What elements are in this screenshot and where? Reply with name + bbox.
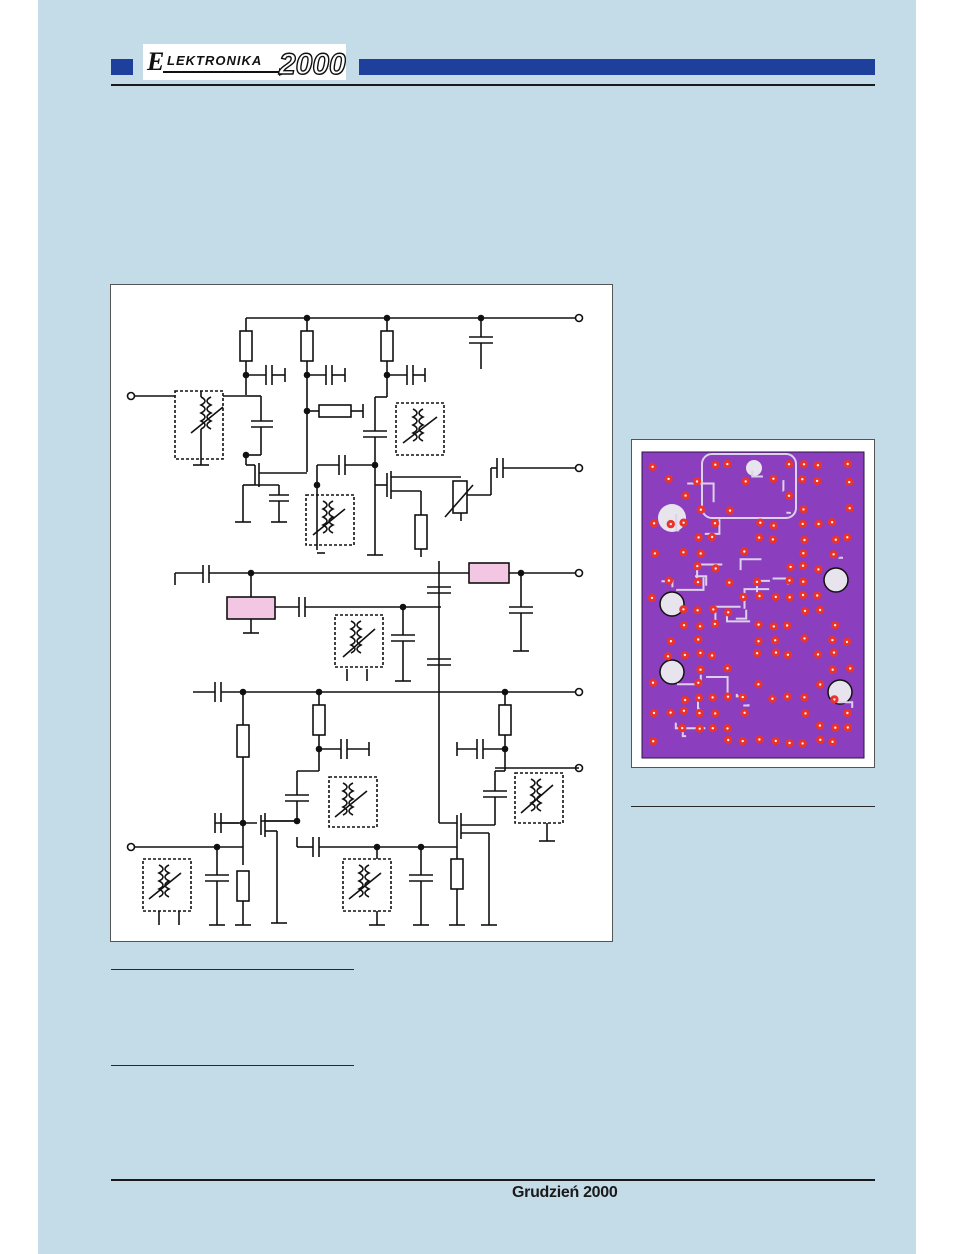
- header-square: [111, 59, 133, 75]
- caption-rule-left-1: [111, 969, 354, 970]
- pcb-layout-icon: [641, 451, 865, 759]
- schematic-figure: [110, 284, 613, 942]
- header-rule: [111, 84, 875, 86]
- svg-text:2000: 2000: [278, 48, 346, 80]
- svg-text:E: E: [146, 47, 164, 76]
- pcb-figure: [631, 439, 875, 768]
- svg-text:LEKTRONIKA: LEKTRONIKA: [167, 53, 262, 68]
- footer-rule: [111, 1179, 875, 1181]
- issue-date: Grudzień 2000: [512, 1184, 618, 1201]
- caption-rule-right: [631, 806, 875, 807]
- caption-rule-left-2: [111, 1065, 354, 1066]
- magazine-logo: E LEKTRONIKA 2000: [143, 44, 346, 80]
- header-bar: [359, 59, 875, 75]
- circuit-schematic-icon: [126, 313, 584, 926]
